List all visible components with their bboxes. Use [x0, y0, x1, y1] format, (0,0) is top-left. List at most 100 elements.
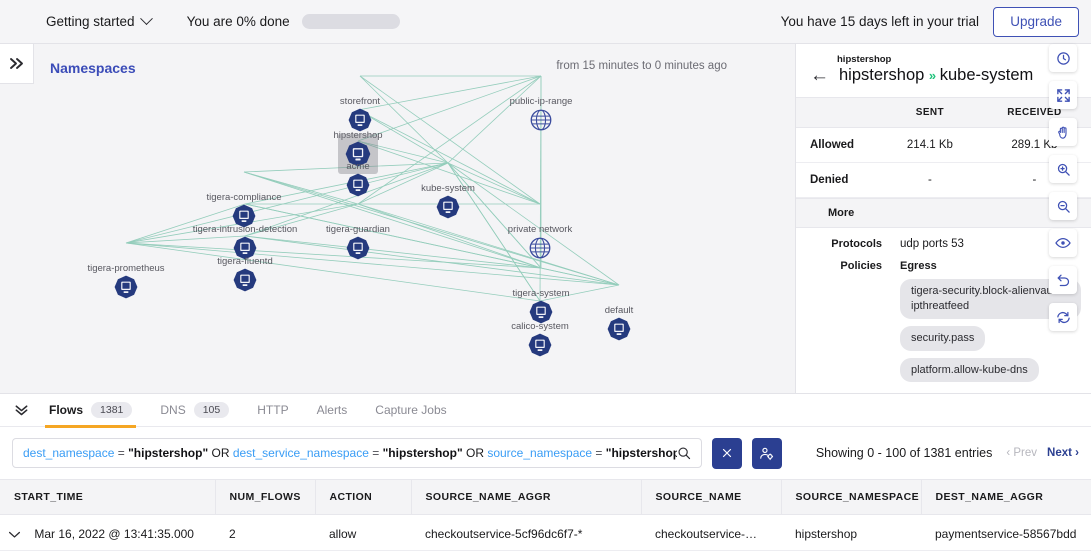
column-header-start_time[interactable]: START_TIME: [0, 479, 216, 515]
top-bar: Getting started You are 0% done You have…: [0, 0, 1091, 44]
graph-edges: [125, 75, 620, 302]
allowed-sent: 214.1 Kb: [882, 127, 978, 163]
pan-button[interactable]: [1049, 118, 1077, 146]
graph-edge: [125, 162, 449, 244]
cell-source-name-aggr: checkoutservice-5cf96dc6f7-*: [411, 514, 641, 551]
double-chevron-down-icon: [15, 405, 28, 416]
zoom-in-icon: [1057, 163, 1070, 176]
tab-label: HTTP: [257, 403, 289, 417]
visibility-button[interactable]: [1049, 229, 1077, 257]
next-page-button[interactable]: Next ›: [1047, 447, 1079, 459]
search-row: dest_namespace = "hipstershop" OR dest_s…: [0, 427, 1091, 479]
zoom-out-button[interactable]: [1049, 192, 1077, 220]
undo-icon: [1056, 274, 1069, 286]
tab-alerts[interactable]: Alerts: [303, 394, 362, 427]
clear-query-button[interactable]: [712, 437, 742, 469]
graph-node-public-ip-range[interactable]: [528, 107, 554, 133]
more-section-header: More: [796, 198, 1091, 228]
graph-edge: [125, 235, 246, 244]
column-header-action[interactable]: ACTION: [315, 479, 412, 515]
time-range-button[interactable]: [1049, 44, 1077, 72]
saved-filters-button[interactable]: [751, 437, 782, 469]
hand-icon: [1057, 126, 1067, 139]
graph-edge: [357, 75, 542, 111]
graph-node-hipstershop[interactable]: [338, 134, 378, 174]
collapse-panel-button[interactable]: [14, 403, 29, 417]
graph-node-tigera-compliance[interactable]: [232, 204, 256, 228]
graph-edge: [447, 162, 620, 286]
policy-pill[interactable]: security.pass: [900, 325, 986, 351]
graph-edge: [357, 109, 449, 164]
sidebar-expand-button[interactable]: [0, 44, 34, 84]
cell-source-name: checkoutservice-…: [641, 514, 781, 551]
pagination: ‹ Prev Next ›: [1006, 447, 1079, 459]
graph-edge: [125, 242, 620, 286]
policy-pill[interactable]: tigera-security.block-alienvault-ipthrea…: [900, 279, 1081, 319]
graph-node-default[interactable]: [607, 317, 631, 341]
policies-value: Egress tigera-security.block-alienvault-…: [882, 260, 1081, 389]
chevron-down-icon[interactable]: [8, 527, 21, 541]
policy-pill[interactable]: platform.allow-kube-dns: [900, 357, 1039, 383]
graph-edge: [244, 235, 620, 286]
detail-dest: kube-system: [939, 66, 1034, 84]
graph-node-tigera-guardian[interactable]: [346, 236, 370, 260]
getting-started-menu[interactable]: Getting started: [46, 12, 153, 29]
graph-node-storefront[interactable]: [348, 108, 372, 132]
policies-label: Policies: [840, 260, 882, 272]
column-header-source_namespace[interactable]: SOURCE_NAMESPACE: [781, 479, 922, 515]
double-chevron-right-icon: [9, 58, 23, 69]
flow-detail-panel: hipstershop ← hipstershop » kube-system …: [795, 44, 1091, 393]
col-sent: SENT: [882, 97, 978, 128]
graph-node-kube-system[interactable]: [436, 195, 460, 219]
column-header-source_name[interactable]: SOURCE_NAME: [641, 479, 782, 515]
graph-edge: [244, 235, 542, 269]
column-header-dest_name_aggr[interactable]: DEST_NAME_AGGR: [921, 479, 1091, 515]
column-header-num_flows[interactable]: NUM_FLOWS: [215, 479, 316, 515]
query-text: dest_namespace = "hipstershop" OR dest_s…: [23, 446, 677, 460]
query-token: "hipstershop": [605, 446, 677, 460]
table-row[interactable]: Mar 16, 2022 @ 13:41:35.000 2 allow chec…: [0, 514, 1091, 551]
fit-to-screen-button[interactable]: [1049, 81, 1077, 109]
tab-label: Alerts: [316, 403, 348, 417]
graph-node-tigera-fluentd[interactable]: [233, 268, 257, 292]
graph-node-tigera-system[interactable]: [529, 300, 553, 324]
row-label-allowed: Allowed: [796, 127, 882, 163]
refresh-button[interactable]: [1049, 303, 1077, 331]
arrow-left-icon[interactable]: ←: [810, 65, 829, 86]
graph-node-tigera-prometheus[interactable]: [114, 275, 138, 299]
graph-edge: [244, 203, 542, 269]
graph-node-acme[interactable]: [346, 173, 370, 197]
graph-time-range-label: from 15 minutes to 0 minutes ago: [556, 60, 727, 72]
cell-action: allow: [315, 514, 411, 551]
undo-button[interactable]: [1049, 266, 1077, 294]
flow-query-input[interactable]: dest_namespace = "hipstershop" OR dest_s…: [12, 438, 702, 468]
cell-start-time: Mar 16, 2022 @ 13:41:35.000: [0, 514, 215, 551]
upgrade-button[interactable]: Upgrade: [993, 6, 1079, 37]
tab-capture-jobs[interactable]: Capture Jobs: [361, 394, 460, 427]
service-graph-panel[interactable]: Namespaces from 15 minutes to 0 minutes …: [0, 44, 795, 393]
prev-page-button[interactable]: ‹ Prev: [1006, 447, 1038, 459]
eye-icon: [1055, 238, 1071, 248]
zoom-in-button[interactable]: [1049, 155, 1077, 183]
search-icon[interactable]: [677, 446, 691, 460]
graph-edge: [357, 140, 449, 164]
graph-node-private-network[interactable]: [527, 235, 553, 261]
column-header-source_name_aggr[interactable]: SOURCE_NAME_AGGR: [411, 479, 642, 515]
detail-source: hipstershop: [839, 66, 925, 84]
query-token: dest_namespace: [23, 446, 115, 460]
graph-node-calico-system[interactable]: [528, 333, 552, 357]
graph-edge: [357, 162, 449, 205]
graph-node-tigera-intrusion-detection[interactable]: [233, 236, 257, 260]
results-count-label: Showing 0 - 100 of 1381 entries: [815, 446, 993, 460]
tab-http[interactable]: HTTP: [243, 394, 302, 427]
policy-list: tigera-security.block-alienvault-ipthrea…: [900, 279, 1081, 389]
prev-label: Prev: [1013, 447, 1038, 459]
graph-edge: [357, 140, 541, 205]
graph-edge: [243, 171, 620, 286]
zoom-out-icon: [1057, 200, 1070, 213]
